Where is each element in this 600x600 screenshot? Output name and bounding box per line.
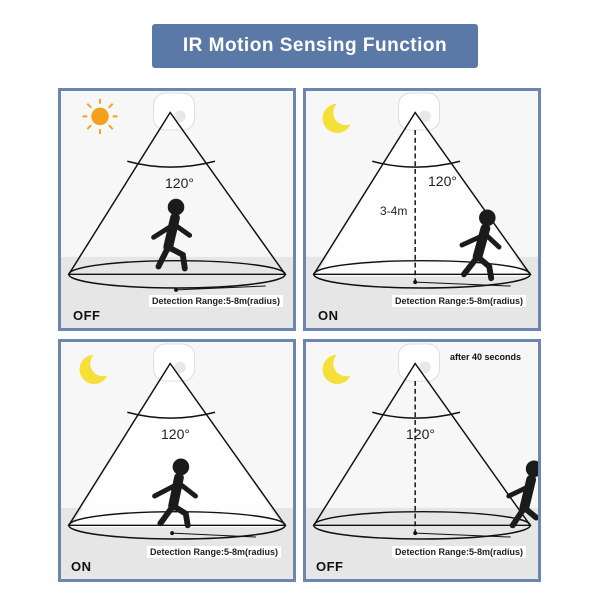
sensor-light [153, 92, 196, 131]
panel-night-off-after-delay: after 40 seconds 120° Detection Range:5-… [303, 339, 541, 582]
detection-cone [67, 111, 287, 276]
delay-note: after 40 seconds [450, 352, 522, 362]
panel-illustration [306, 342, 538, 579]
panel-illustration [61, 342, 293, 579]
state-label: OFF [73, 308, 101, 323]
state-label: OFF [316, 559, 344, 574]
state-label: ON [71, 559, 92, 574]
detection-area [68, 259, 286, 289]
angle-label: 120° [165, 175, 194, 191]
person-icon [506, 460, 538, 529]
detection-area [68, 510, 286, 540]
panel-illustration [61, 91, 293, 328]
sensor-light [398, 92, 441, 131]
page-title: IR Motion Sensing Function [152, 24, 478, 68]
sun-icon [82, 98, 118, 134]
moon-icon [322, 99, 359, 133]
sensor-light [398, 343, 441, 382]
moon-icon [79, 350, 116, 384]
person-icon [459, 209, 502, 282]
detection-range-label: Detection Range:5-8m(radius) [392, 546, 527, 558]
person-icon [152, 458, 198, 529]
angle-label: 120° [406, 426, 435, 442]
person-icon [151, 198, 193, 272]
panel-night-on-center: 120° Detection Range:5-8m(radius) ON [58, 339, 296, 582]
state-label: ON [318, 308, 339, 323]
sensor-light [153, 343, 196, 382]
panel-night-on: 120° 3-4m Detection Range:5-8m(radius) O… [303, 88, 541, 331]
angle-label: 120° [161, 426, 190, 442]
detection-range-label: Detection Range:5-8m(radius) [392, 295, 527, 307]
detection-range-label: Detection Range:5-8m(radius) [147, 546, 282, 558]
detection-cone [312, 362, 532, 527]
detection-area [313, 259, 531, 289]
panel-illustration [306, 91, 538, 328]
height-label: 3-4m [380, 204, 408, 218]
panel-day-off: 120° Detection Range:5-8m(radius) OFF [58, 88, 296, 331]
detection-range-label: Detection Range:5-8m(radius) [149, 295, 284, 307]
angle-label: 120° [428, 173, 457, 189]
detection-cone [67, 362, 287, 527]
detection-area [313, 510, 531, 540]
moon-icon [322, 350, 359, 384]
detection-cone [312, 111, 532, 276]
